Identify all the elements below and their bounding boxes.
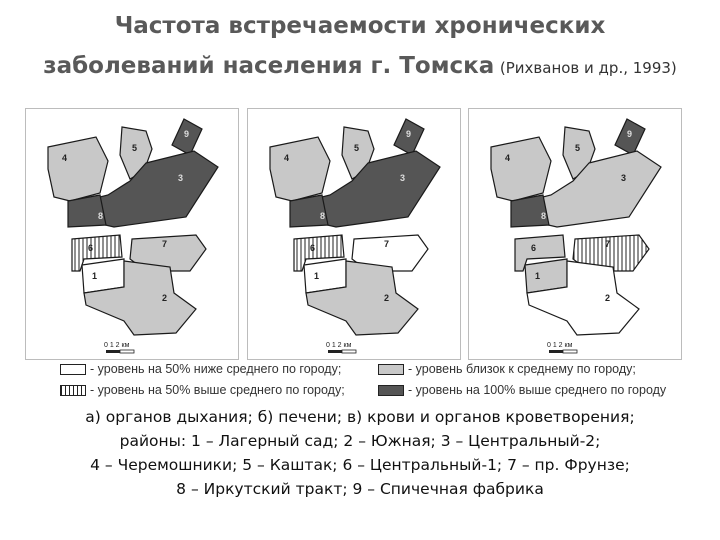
district-2 (83, 260, 197, 336)
district-label-5: 5 (132, 143, 137, 153)
district-label-6: 6 (88, 243, 93, 253)
district-8 (67, 194, 107, 228)
district-map-c: 4 5 9 3 8 6 7 1 2 0 1 2 км (490, 118, 662, 354)
district-label-8: 8 (320, 211, 325, 221)
legend-label-above50: - уровень на 50% выше среднего по городу… (90, 383, 345, 397)
district-label-5: 5 (575, 143, 580, 153)
legend: - уровень на 50% ниже среднего по городу… (60, 362, 700, 402)
district-label-4: 4 (505, 153, 510, 163)
district-8 (510, 194, 550, 228)
legend-item-below: - уровень на 50% ниже среднего по городу… (60, 362, 341, 376)
district-6 (293, 234, 345, 272)
scale-label: 0 1 2 км (326, 342, 352, 349)
district-label-8: 8 (98, 211, 103, 221)
legend-item-above50: - уровень на 50% выше среднего по городу… (60, 383, 345, 397)
legend-swatch-hatch (60, 384, 86, 396)
district-4 (490, 136, 552, 202)
district-label-3: 3 (178, 173, 183, 183)
district-7 (129, 234, 207, 272)
map-panel-c: 4 5 9 3 8 6 7 1 2 0 1 2 км (468, 108, 682, 360)
caption-line-4: 8 – Иркутский тракт; 9 – Спичечная фабри… (176, 480, 544, 498)
legend-swatch-white (60, 363, 86, 375)
map-panel-a: 4 5 9 3 8 6 7 1 2 0 1 2 км (25, 108, 239, 360)
slide-title: Частота встречаемости хронических заболе… (0, 6, 720, 88)
district-6 (514, 234, 566, 272)
district-label-6: 6 (531, 243, 536, 253)
scale-bar: 0 1 2 км (326, 342, 357, 354)
legend-label-below: - уровень на 50% ниже среднего по городу… (90, 362, 342, 376)
legend-label-near: - уровень близок к среднему по городу; (408, 362, 636, 376)
district-label-1: 1 (535, 271, 540, 281)
district-map-b: 4 5 9 3 8 6 7 1 2 0 1 2 км (269, 118, 441, 354)
district-label-3: 3 (400, 173, 405, 183)
caption-line-3: 4 – Черемошники; 5 – Каштак; 6 – Централ… (90, 456, 630, 474)
caption-line-2: районы: 1 – Лагерный сад; 2 – Южная; 3 –… (119, 432, 601, 450)
district-label-2: 2 (162, 293, 167, 303)
district-label-2: 2 (384, 293, 389, 303)
district-label-9: 9 (184, 129, 189, 139)
map-panel-b: 4 5 9 3 8 6 7 1 2 0 1 2 км (247, 108, 461, 360)
district-4 (269, 136, 331, 202)
district-label-5: 5 (354, 143, 359, 153)
scale-bar: 0 1 2 км (547, 342, 578, 354)
legend-swatch-dark (378, 384, 404, 396)
title-line-2: заболеваний населения г. Томска (43, 53, 495, 79)
caption-line-1: а) органов дыхания; б) печени; в) крови … (85, 408, 635, 426)
district-label-2: 2 (605, 293, 610, 303)
district-2 (526, 260, 640, 336)
district-7 (572, 234, 650, 272)
scale-bar: 0 1 2 км (104, 342, 135, 354)
legend-swatch-light (378, 363, 404, 375)
district-label-7: 7 (384, 239, 389, 249)
district-2 (305, 260, 419, 336)
district-6 (71, 234, 123, 272)
district-label-7: 7 (162, 239, 167, 249)
district-8 (289, 194, 329, 228)
district-label-8: 8 (541, 211, 546, 221)
legend-item-near: - уровень близок к среднему по городу; (378, 362, 636, 376)
title-line-1: Частота встречаемости хронических (114, 13, 606, 39)
district-label-4: 4 (62, 153, 67, 163)
district-label-3: 3 (621, 173, 626, 183)
legend-item-above100: - уровень на 100% выше среднего по город… (378, 383, 666, 397)
district-label-1: 1 (314, 271, 319, 281)
scale-label: 0 1 2 км (104, 342, 130, 349)
legend-label-above100: - уровень на 100% выше среднего по город… (408, 383, 667, 397)
district-7 (351, 234, 429, 272)
district-label-6: 6 (310, 243, 315, 253)
scale-label: 0 1 2 км (547, 342, 573, 349)
district-4 (47, 136, 109, 202)
district-label-7: 7 (605, 239, 610, 249)
district-label-4: 4 (284, 153, 289, 163)
district-map-a: 4 5 9 3 8 6 7 1 2 0 1 2 км (47, 118, 219, 354)
figure-caption: а) органов дыхания; б) печени; в) крови … (0, 405, 720, 501)
district-label-9: 9 (627, 129, 632, 139)
district-label-1: 1 (92, 271, 97, 281)
title-citation: (Рихванов и др., 1993) (499, 59, 677, 77)
district-label-9: 9 (406, 129, 411, 139)
